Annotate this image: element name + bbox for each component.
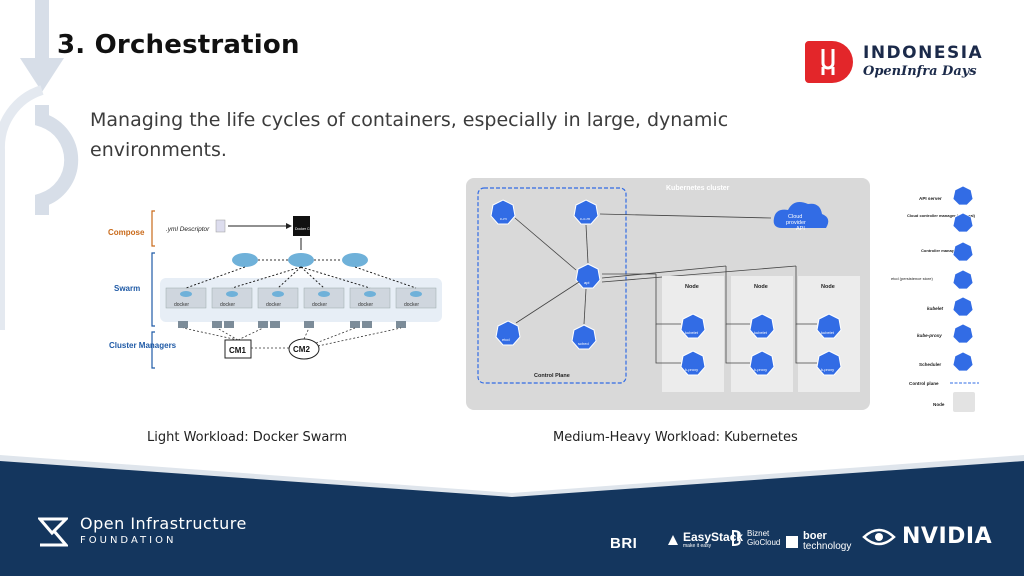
footer-banner	[0, 455, 1024, 576]
legend-ccm: Cloud controller manager (optional)	[907, 213, 976, 218]
layer-swarm: Swarm	[114, 284, 140, 293]
brand-name: INDONESIA	[863, 43, 984, 63]
node-label: docker	[174, 302, 189, 308]
legend-control-plane: Control plane	[909, 381, 939, 386]
legend-node: Node	[933, 402, 945, 407]
svg-text:API: API	[796, 226, 805, 232]
yml-descriptor-label: .yml Descriptor	[166, 226, 210, 233]
svg-text:CM2: CM2	[293, 345, 310, 354]
svg-text:k-proxy: k-proxy	[754, 367, 767, 372]
sponsor-nvidia: NVIDIA	[862, 524, 992, 549]
svg-text:provider: provider	[786, 220, 806, 226]
node-label: docker	[404, 302, 419, 308]
legend-api-server: API server	[919, 196, 942, 201]
cluster-title: Kubernetes cluster	[666, 185, 730, 192]
node-label: docker	[312, 302, 327, 308]
svg-text:c-m: c-m	[500, 216, 507, 221]
node-label: docker	[220, 302, 235, 308]
brand-event: OpenInfra Days	[863, 64, 977, 79]
svg-text:etcd: etcd	[502, 337, 510, 342]
node-title: Node	[685, 284, 699, 290]
biznet-icon	[732, 529, 741, 547]
swarm-manager-whales	[232, 253, 368, 267]
svg-text:k-proxy: k-proxy	[821, 367, 834, 372]
svg-text:CM1: CM1	[229, 346, 246, 355]
docker-swarm-diagram: Compose Swarm Cluster Managers .yml Desc…	[108, 210, 442, 369]
legend-kubelet: kubelet	[927, 306, 944, 311]
svg-text:k-proxy: k-proxy	[685, 367, 698, 372]
cloud-provider-icon	[773, 202, 829, 228]
svg-text:api: api	[584, 280, 589, 285]
svg-text:c-c-m: c-c-m	[580, 216, 591, 221]
swarm-node-row	[165, 287, 437, 309]
decorative-arrow-graphic	[0, 0, 79, 330]
foundation-name: Open Infrastructure	[80, 514, 247, 533]
brand-mark-icon	[805, 41, 853, 83]
scheduler-icon	[571, 324, 597, 350]
etcd-icon	[495, 320, 521, 346]
sponsor-bri: BRI	[610, 535, 638, 552]
layer-compose: Compose	[108, 228, 145, 237]
control-plane-label: Control Plane	[534, 373, 570, 379]
yml-file-icon	[215, 219, 226, 233]
boer-icon	[786, 535, 798, 548]
ccm-icon	[573, 199, 599, 225]
openinfra-days-logo: INDONESIA OpenInfra Days	[805, 40, 983, 84]
legend-scheduler: Scheduler	[919, 362, 941, 367]
slide-subtitle: Managing the life cycles of containers, …	[90, 109, 729, 161]
easystack-icon	[668, 535, 678, 545]
openinfra-foundation-logo: Open Infrastructure FOUNDATION	[38, 515, 247, 549]
kubernetes-cluster-diagram: Kubernetes cluster Control Plane Cloud p…	[466, 178, 870, 410]
node-label: docker	[266, 302, 281, 308]
sponsor-easystack: EasyStack make it easy	[666, 531, 743, 549]
api-server-icon	[575, 263, 601, 289]
svg-text:kubelet: kubelet	[685, 330, 699, 335]
node-title: Node	[821, 284, 835, 290]
node-title: Node	[754, 284, 768, 290]
node-label: docker	[358, 302, 373, 308]
legend-etcd: etcd (persistence store)	[891, 276, 933, 281]
svg-text:kubelet: kubelet	[821, 330, 835, 335]
kubernetes-legend: API server Cloud controller manager (opt…	[891, 185, 979, 412]
caption-kubernetes: Medium-Heavy Workload: Kubernetes	[553, 430, 798, 445]
legend-controller-manager: Controller manager	[921, 248, 958, 253]
nvidia-eye-icon	[862, 528, 896, 545]
svg-text:sched: sched	[578, 341, 589, 346]
docker-cli-icon	[293, 216, 310, 236]
svg-text:kubelet: kubelet	[754, 330, 768, 335]
cloud-provider-label: Cloud	[788, 214, 802, 220]
foundation-label: FOUNDATION	[80, 535, 177, 546]
slide-title: 3. Orchestration	[57, 30, 300, 60]
control-plane-box	[477, 187, 627, 384]
openinfra-mark-icon	[38, 517, 68, 547]
cm-icon	[490, 199, 516, 225]
layer-cluster-managers: Cluster Managers	[109, 341, 177, 350]
legend-kube-proxy: kube-proxy	[917, 333, 942, 338]
caption-docker-swarm: Light Workload: Docker Swarm	[147, 430, 348, 445]
docker-cli-label: Docker CLI	[295, 227, 313, 231]
